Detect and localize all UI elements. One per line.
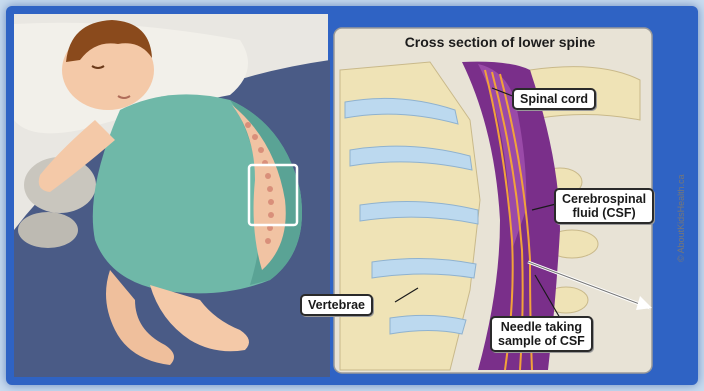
label-csf-line2: fluid (CSF)	[562, 206, 646, 220]
panel-title: Cross section of lower spine	[340, 34, 660, 50]
label-vertebrae-text: Vertebrae	[308, 298, 365, 312]
left-panel	[14, 14, 330, 377]
vertebrae-column	[340, 62, 480, 370]
label-csf: Cerebrospinal fluid (CSF)	[554, 188, 654, 224]
label-csf-line1: Cerebrospinal	[562, 192, 646, 206]
label-vertebrae: Vertebrae	[300, 294, 373, 316]
label-needle-line2: sample of CSF	[498, 334, 585, 348]
label-needle-line1: Needle taking	[498, 320, 585, 334]
label-spinal-cord-text: Spinal cord	[520, 92, 588, 106]
label-needle: Needle taking sample of CSF	[490, 316, 593, 352]
image-credit: © AboutKidsHealth.ca	[676, 162, 686, 262]
label-spinal-cord: Spinal cord	[512, 88, 596, 110]
